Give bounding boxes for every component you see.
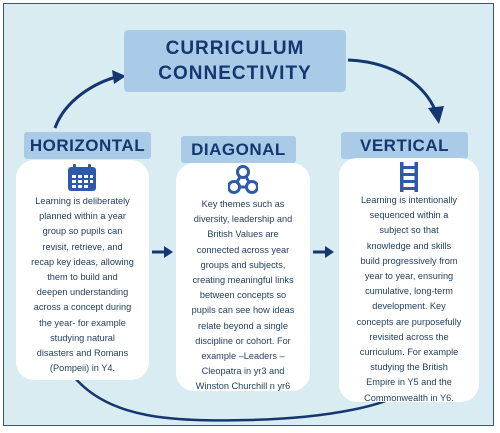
- heading-diagonal: DIAGONAL: [181, 136, 296, 163]
- text-line: group so pupils can: [42, 226, 123, 237]
- text-line: diversity, leadership and: [193, 214, 293, 225]
- text-line: them to build and: [47, 272, 118, 283]
- card-diagonal: Key themes such as diversity, leadership…: [176, 163, 310, 391]
- text-line: planned within a year: [39, 211, 126, 222]
- text-line: year to year, ensuring: [364, 271, 454, 282]
- text-line: Learning is intentionally: [360, 195, 458, 205]
- text-line: connected across year: [196, 244, 290, 255]
- card-vertical: Learning is intentionally sequenced with…: [339, 158, 479, 403]
- text-line: groups and subjects,: [200, 259, 286, 270]
- arrow-bottom-loop: [74, 377, 406, 422]
- text-line: deepen understanding: [36, 287, 129, 298]
- text-line: revisit, retrieve, and: [42, 241, 123, 252]
- arrowhead-right-top: [428, 106, 444, 124]
- text-line: development. Key: [372, 301, 446, 312]
- text-line: between concepts so: [199, 290, 287, 301]
- text-line: Winston Churchill n yr6: [195, 381, 291, 392]
- text-line: disasters and Romans: [36, 348, 129, 359]
- text-line: British Values are: [207, 229, 279, 240]
- network-icon: [228, 165, 258, 194]
- text-line: concepts are purposefully: [356, 316, 462, 327]
- text-line: (Pompeii) in Y4.: [49, 363, 116, 374]
- text-line: build progressively from: [360, 255, 458, 266]
- text-line: sequenced within a: [369, 210, 449, 221]
- text-line: example –Leaders –: [201, 351, 285, 362]
- card-horizontal: Learning is deliberately planned within …: [16, 160, 149, 380]
- ladder-icon: [400, 162, 418, 192]
- text-line: pupils can see how ideas: [191, 305, 295, 316]
- text-line: Commonwealth in Y6.: [364, 392, 454, 403]
- text-line: curriculum. For example: [359, 347, 459, 358]
- arrow-title-to-vertical: [347, 58, 438, 113]
- arrowhead-left-top: [112, 70, 126, 84]
- text-line: Empire in Y5 and the: [366, 377, 452, 388]
- title-line-2: CONNECTIVITY: [158, 63, 312, 84]
- text-line: revisited across the: [369, 331, 449, 342]
- text-line: the year- for example: [39, 317, 126, 328]
- text-line: cumulative, long-term: [365, 286, 453, 297]
- arrow-horizontal-to-title: [53, 74, 121, 129]
- card-text-horizontal: Learning is deliberately planned within …: [16, 194, 149, 376]
- text-line: discipline or cohort. For: [195, 335, 291, 346]
- calendar-icon: [68, 164, 96, 191]
- text-line: across a concept during: [33, 302, 132, 313]
- text-line: Learning is deliberately: [35, 196, 130, 206]
- heading-horizontal: HORIZONTAL: [24, 132, 151, 159]
- title-box: CURRICULUM CONNECTIVITY: [124, 30, 346, 92]
- text-line: subject so that: [379, 225, 439, 236]
- text-line: Cleopatra in yr3 and: [201, 366, 285, 377]
- heading-vertical: VERTICAL: [341, 132, 468, 159]
- card-text-diagonal: Key themes such as diversity, leadership…: [176, 197, 310, 395]
- title-line-1: CURRICULUM: [165, 38, 305, 59]
- card-text-vertical: Learning is intentionally sequenced with…: [339, 193, 479, 406]
- text-line: creating meaningful links: [192, 275, 294, 286]
- text-line: knowledge and skills: [366, 240, 452, 251]
- text-line: studying the British: [370, 362, 448, 373]
- text-line: recap key ideas, allowing: [31, 256, 134, 267]
- text-line: relate beyond a single: [198, 320, 288, 331]
- text-line: Key themes such as: [201, 199, 285, 209]
- text-line: studying natural: [50, 332, 115, 343]
